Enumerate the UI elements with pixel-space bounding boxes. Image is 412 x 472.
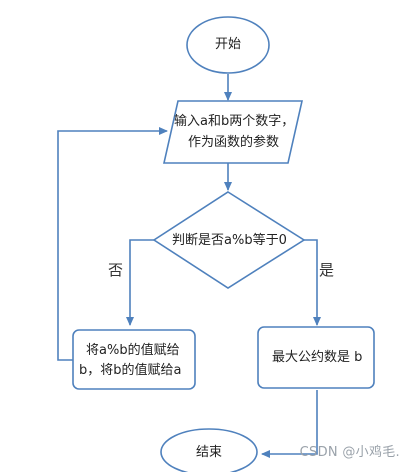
- decision-label: 判断是否a%b等于0: [172, 233, 287, 248]
- end-terminal: [160, 428, 258, 472]
- arrow-result-to-end: [261, 390, 318, 458]
- arrow-loop-back-to-input: [57, 127, 168, 361]
- decision-diamond: [152, 191, 306, 289]
- yes-branch-label: 是: [319, 261, 335, 279]
- start-terminal: [186, 16, 270, 74]
- assign-label-line2: b，将b的值赋给a: [79, 363, 182, 378]
- arrow-decision-no-branch: [126, 239, 154, 326]
- watermark: CSDN @小鸡毛.: [299, 445, 400, 460]
- result-process-box: [257, 326, 375, 389]
- input-label-line2: 作为函数的参数: [188, 135, 280, 150]
- result-label: 最大公约数是 b: [272, 350, 363, 365]
- input-parallelogram: [162, 100, 304, 164]
- assign-label-line1: 将a%b的值赋给: [86, 343, 180, 358]
- input-label-line1: 输入a和b两个数字，: [174, 114, 295, 129]
- arrow-decision-yes-branch: [304, 239, 321, 326]
- assign-process-box: [72, 329, 196, 390]
- end-label: 结束: [195, 445, 222, 460]
- start-label: 开始: [214, 37, 241, 52]
- no-branch-label: 否: [108, 261, 124, 279]
